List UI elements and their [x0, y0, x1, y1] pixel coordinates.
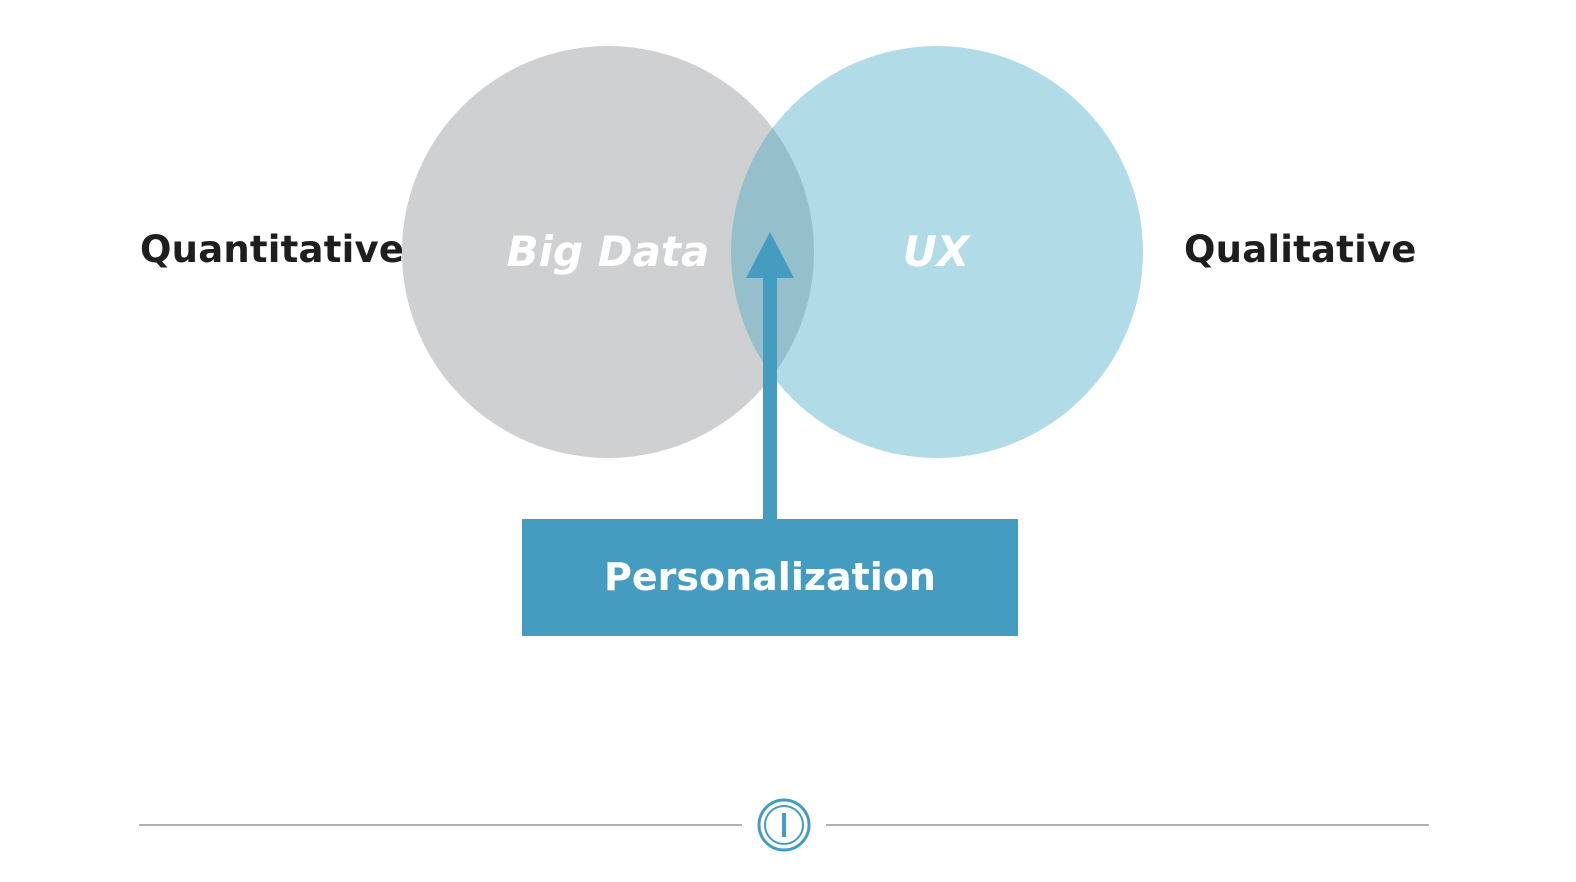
arrow-up-icon [746, 232, 794, 278]
ux-circle [731, 46, 1143, 458]
arrow-shaft [763, 272, 777, 522]
circled-i-logo-icon [757, 798, 811, 852]
quantitative-label: Quantitative [140, 228, 405, 271]
personalization-label: Personalization [604, 555, 936, 599]
big-data-circle [402, 46, 814, 458]
ux-label: UX [903, 227, 972, 276]
big-data-label: Big Data [507, 227, 710, 276]
qualitative-label: Qualitative [1184, 228, 1417, 271]
personalization-box [522, 519, 1018, 636]
